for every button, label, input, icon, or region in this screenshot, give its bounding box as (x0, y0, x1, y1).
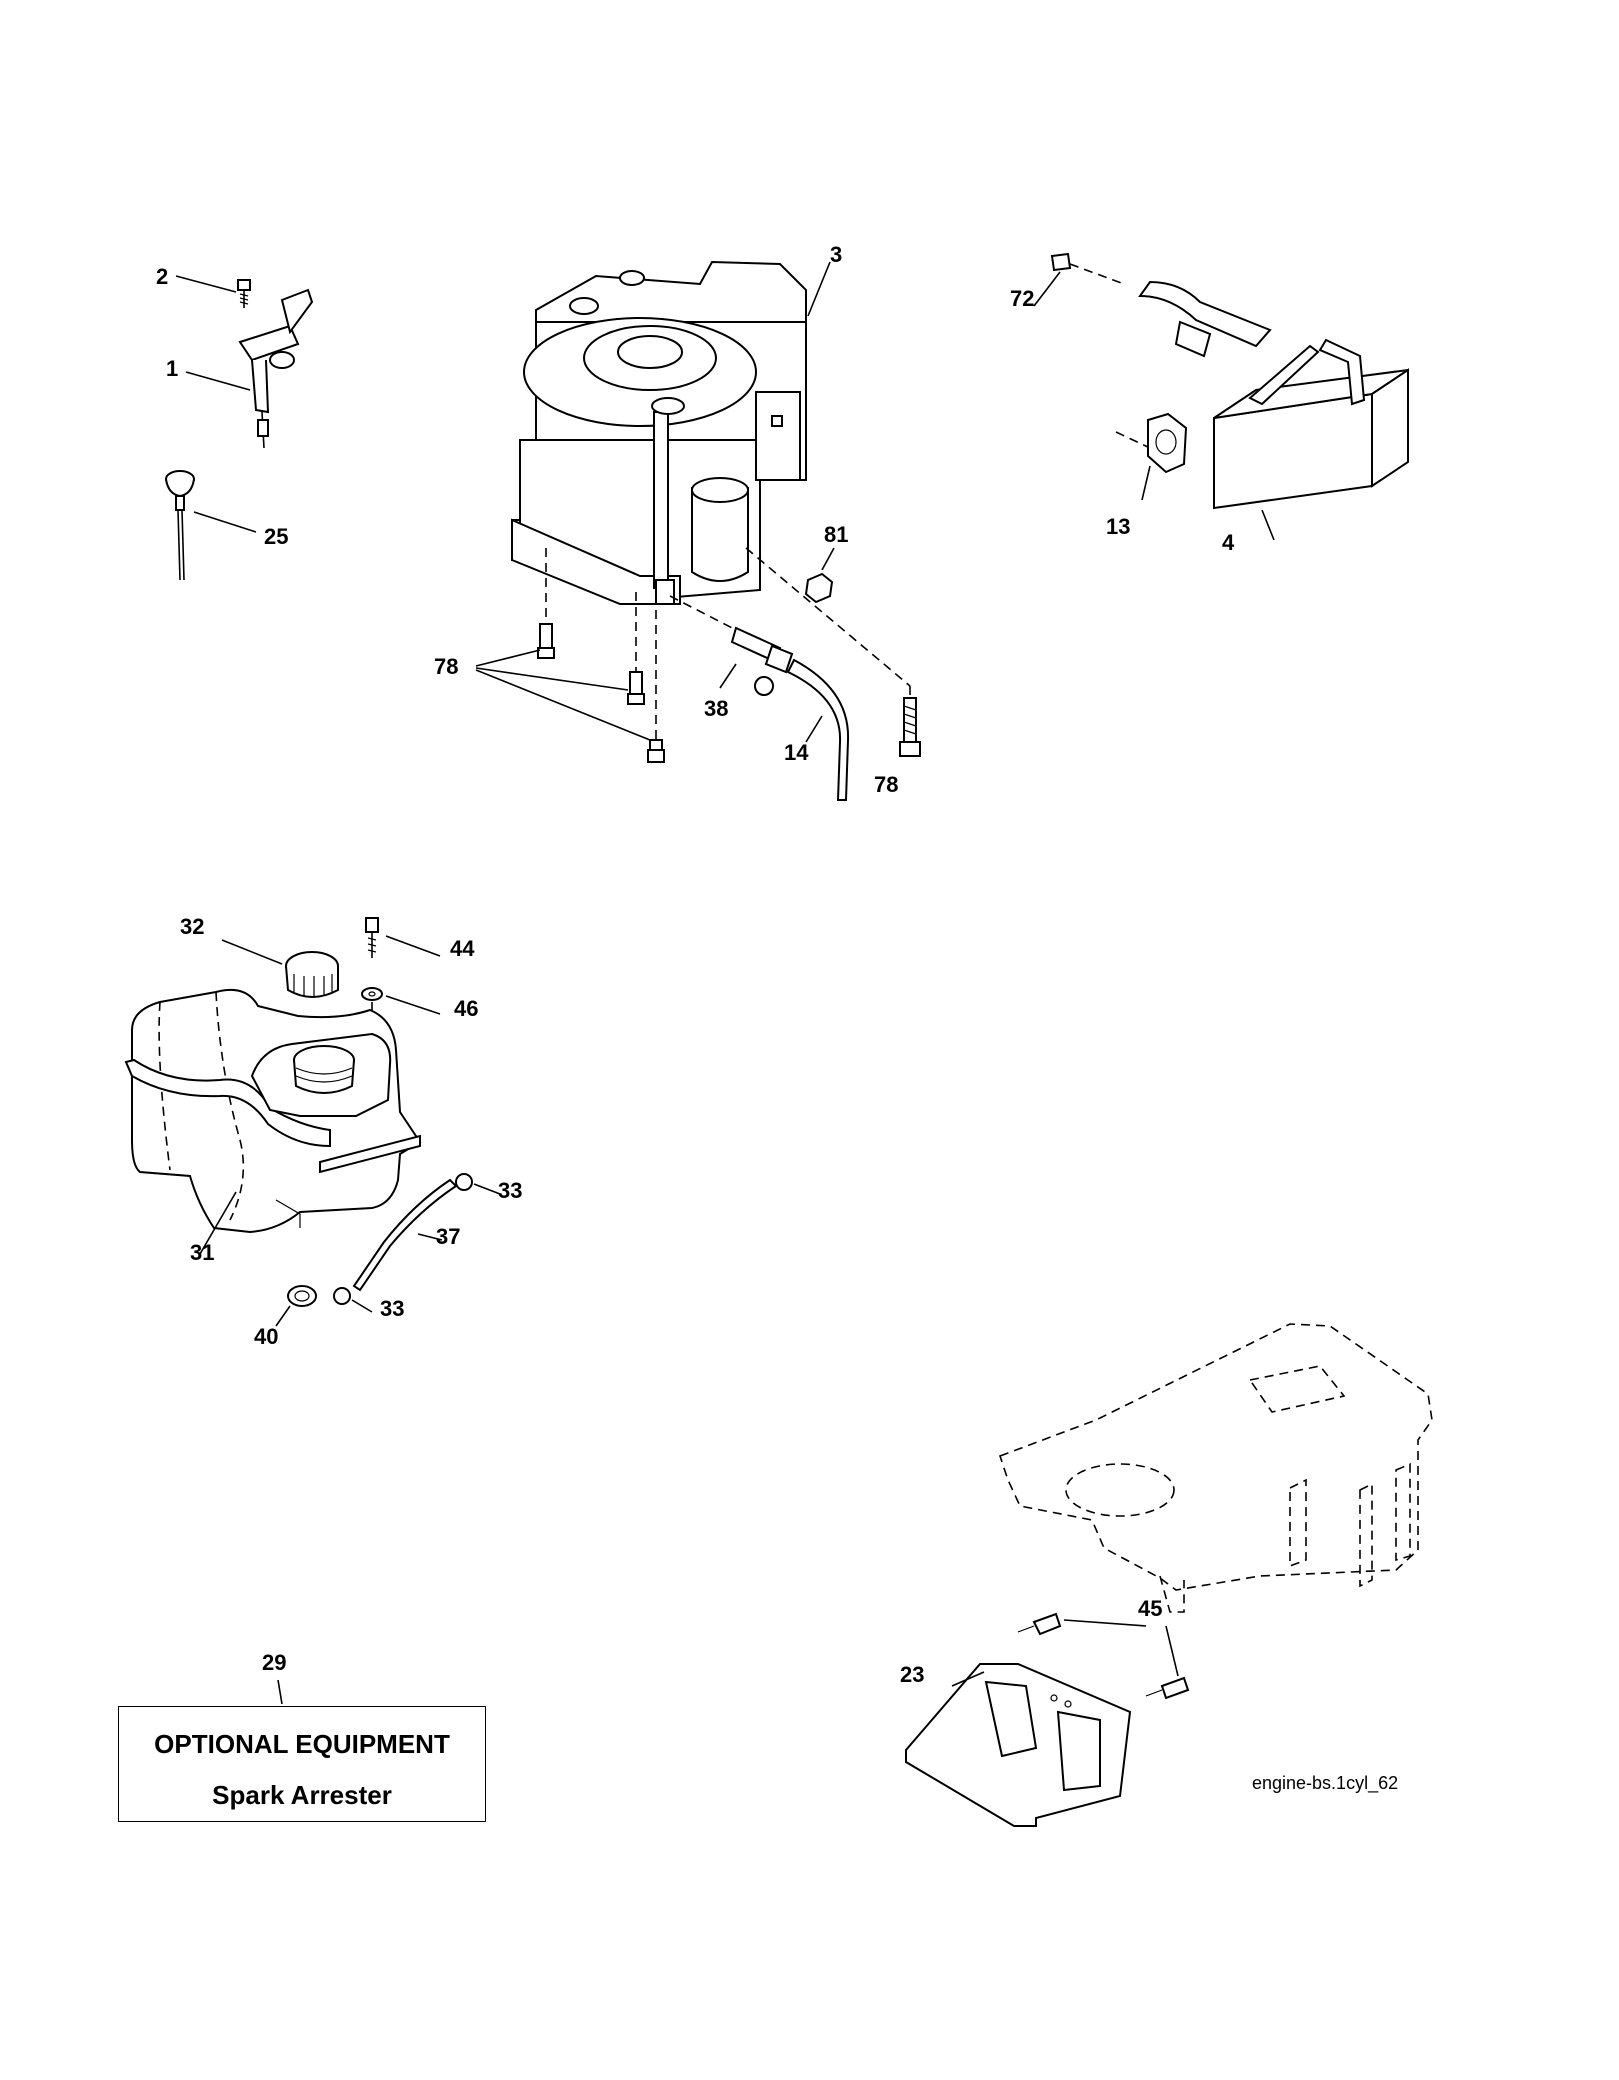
callout-2: 2 (156, 264, 169, 289)
callout-44: 44 (450, 936, 475, 961)
callout-33-a: 33 (498, 1178, 523, 1203)
clamp-part-33b (333, 1287, 373, 1313)
screw-part-44 (365, 917, 441, 958)
screw-part-2 (175, 275, 251, 308)
callout-23: 23 (900, 1662, 925, 1687)
fuel-hose-part-14 (786, 658, 850, 801)
callout-72: 72 (1010, 286, 1035, 311)
callout-33-b: 33 (380, 1296, 405, 1321)
dipstick-part-25 (165, 470, 257, 581)
callout-45: 45 (1138, 1596, 1163, 1621)
callout-31: 31 (190, 1240, 215, 1265)
engine-part-3 (511, 260, 911, 700)
callout-29: 29 (262, 1650, 287, 1675)
bolt-part-78a (475, 548, 665, 763)
throttle-control-part-1 (185, 288, 314, 449)
bushing-part-40 (275, 1285, 317, 1327)
callout-1: 1 (166, 356, 179, 381)
chassis-frame (998, 1323, 1433, 1613)
fuel-valve-part-38 (719, 626, 794, 696)
callout-13: 13 (1106, 514, 1131, 539)
nut-part-81 (804, 547, 835, 604)
fuel-tank-part-31 (124, 988, 422, 1255)
callout-25: 25 (264, 524, 289, 549)
optional-equipment-box: OPTIONAL EQUIPMENT Spark Arrester (118, 1706, 486, 1822)
callout-32: 32 (180, 914, 205, 939)
screw-part-72 (1033, 252, 1125, 307)
callout-3: 3 (830, 242, 843, 267)
gasket-part-13 (1115, 412, 1188, 501)
callout-4: 4 (1222, 530, 1235, 555)
spark-arrester-label: Spark Arrester (212, 1780, 392, 1810)
screw-part-45 (1017, 1612, 1190, 1700)
callout-46: 46 (454, 996, 479, 1021)
callout-78-b: 78 (874, 772, 899, 797)
bolt-part-78b (899, 697, 921, 757)
muffler-part-4 (1138, 280, 1409, 541)
leader-part-29 (277, 1679, 283, 1705)
optional-equipment-title: OPTIONAL EQUIPMENT (154, 1729, 450, 1759)
callout-81: 81 (824, 522, 849, 547)
drawing-id-label: engine-bs.1cyl_62 (1252, 1773, 1399, 1793)
callout-78-a: 78 (434, 654, 459, 679)
guard-plate-part-23 (905, 1663, 1132, 1827)
fuel-cap-part-32 (221, 939, 339, 998)
callout-37: 37 (436, 1224, 461, 1249)
clamp-part-33a (455, 1173, 501, 1195)
callout-40: 40 (254, 1324, 279, 1349)
fuel-line-part-37 (352, 1178, 458, 1292)
callout-14: 14 (784, 740, 809, 765)
callout-38: 38 (704, 696, 729, 721)
